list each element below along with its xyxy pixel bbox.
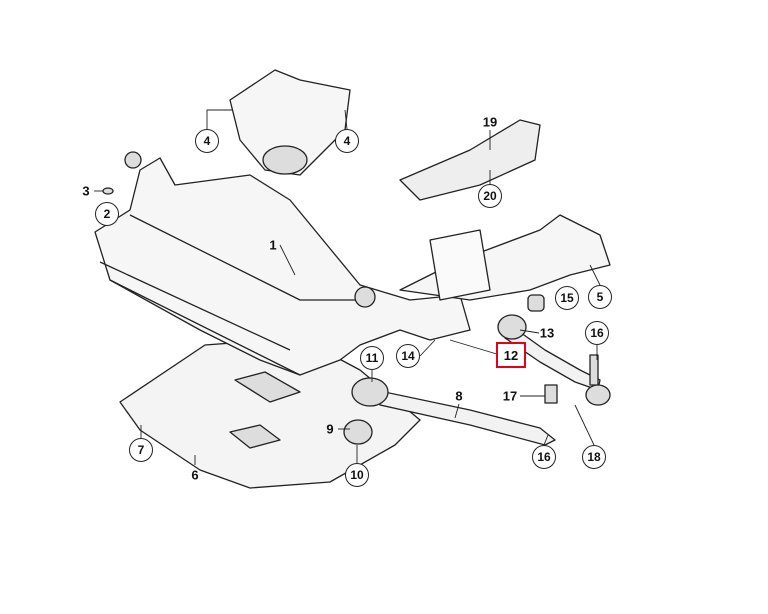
- control-arm-8: [374, 389, 556, 446]
- right-rail: [399, 214, 611, 301]
- callout-8: 8: [455, 388, 463, 404]
- callout-9: 9: [326, 421, 334, 437]
- callout-19: 19: [482, 114, 498, 130]
- callout-17: 17: [502, 388, 518, 404]
- callout-5: 5: [588, 285, 612, 309]
- callout-10: 10: [345, 463, 369, 487]
- callout-7: 7: [129, 438, 153, 462]
- callout-4-right: 4: [335, 129, 359, 153]
- callout-12-highlighted[interactable]: 12: [496, 342, 526, 368]
- callout-13: 13: [539, 325, 555, 341]
- callout-3: 3: [82, 183, 90, 199]
- callout-1: 1: [269, 237, 277, 253]
- subframe: [94, 157, 471, 376]
- callout-18: 18: [582, 445, 606, 469]
- callout-16-bottom: 16: [532, 445, 556, 469]
- callout-14: 14: [396, 344, 420, 368]
- callout-6: 6: [191, 467, 199, 483]
- callout-20: 20: [478, 184, 502, 208]
- heat-shield: [399, 119, 541, 201]
- callout-4-left: 4: [195, 129, 219, 153]
- callout-11: 11: [360, 346, 384, 370]
- callout-2: 2: [95, 202, 119, 226]
- callout-15: 15: [555, 286, 579, 310]
- callout-16-top: 16: [585, 321, 609, 345]
